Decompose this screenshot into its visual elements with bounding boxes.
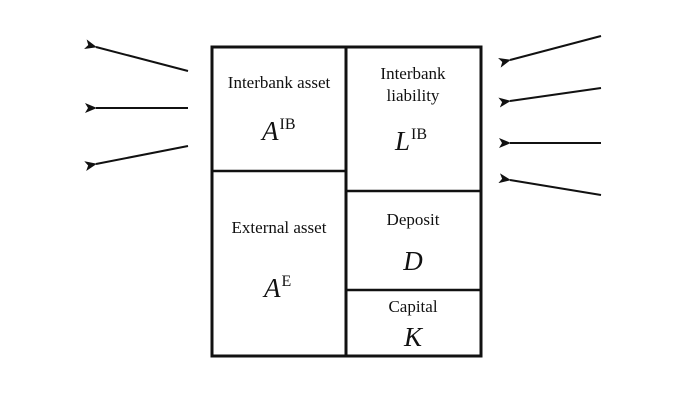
deposit-label: Deposit [387,210,440,229]
capital-symbol: K [403,322,424,352]
external-asset-superscript: E [282,273,292,290]
interbank-asset-superscript: IB [280,116,296,133]
incoming-arrows [498,35,602,196]
incoming-arrow-4 [498,173,602,196]
capital-label: Capital [388,297,437,316]
interbank-liability-symbol: LIB [394,126,427,156]
outgoing-arrows [84,39,189,172]
capital-cell: Capital K [388,297,437,352]
interbank-asset-cell: Interbank asset AIB [228,73,331,146]
outgoing-arrow-1 [84,39,189,72]
external-asset-label: External asset [232,218,327,237]
deposit-symbol: D [402,246,423,276]
incoming-arrow-1 [498,35,602,68]
deposit-cell: Deposit D [387,210,440,276]
interbank-liability-superscript: IB [411,126,427,143]
incoming-arrow-2 [498,87,602,108]
interbank-asset-symbol: AIB [260,116,296,146]
interbank-asset-label: Interbank asset [228,73,331,92]
interbank-liability-label-line2: liability [387,86,440,105]
interbank-liability-cell: Interbank liability LIB [380,64,446,156]
external-asset-cell: External asset AE [232,218,327,303]
outgoing-arrow-3 [84,145,189,172]
external-asset-symbol: AE [262,273,291,303]
interbank-liability-label-line1: Interbank [380,64,446,83]
